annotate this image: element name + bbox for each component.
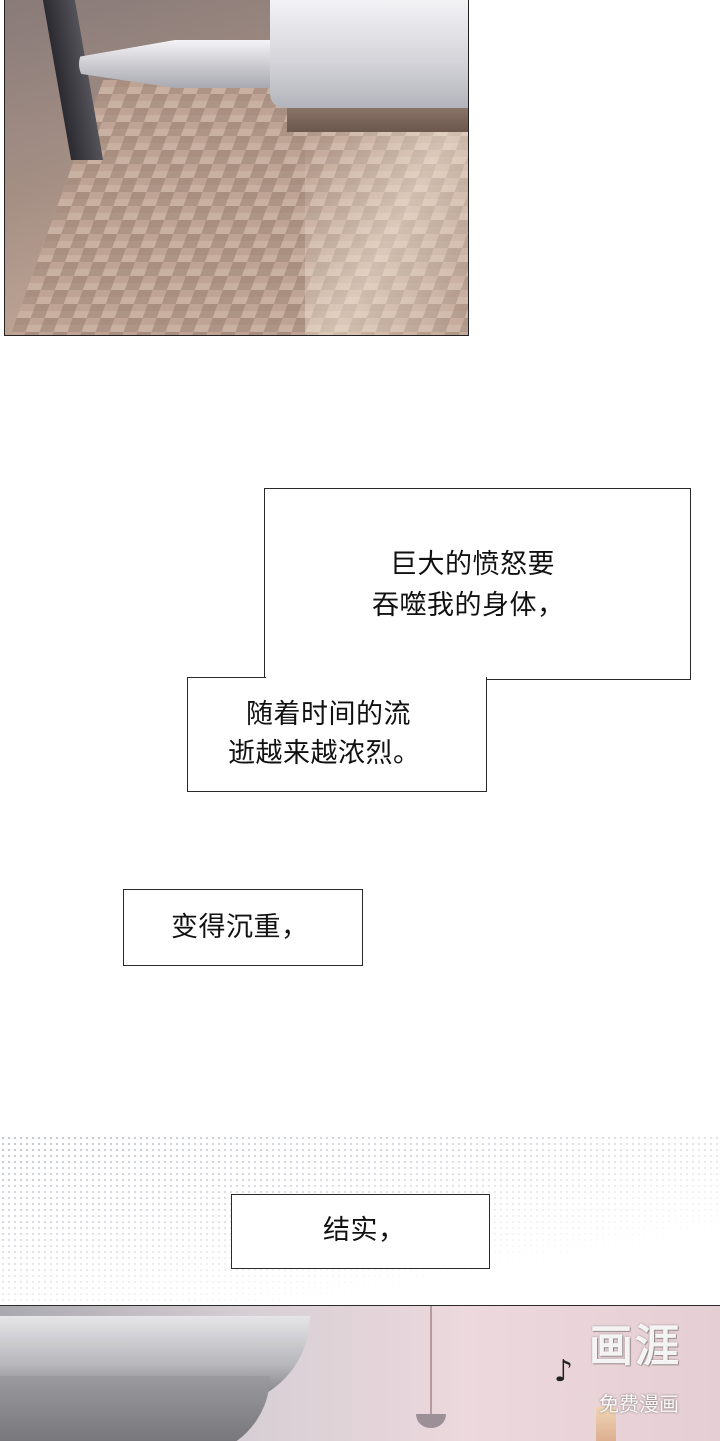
caption-2-line-2: 逝越来越浓烈。 (228, 738, 421, 769)
comic-panel-bottom (0, 1305, 720, 1441)
lamp-cord (430, 1306, 432, 1416)
caption-box-3 (123, 889, 363, 966)
ceiling-lamp (416, 1414, 446, 1428)
caption-4-text: 结实， (323, 1215, 406, 1246)
caption-2-line-1: 随着时间的流 (246, 699, 411, 730)
appliance-bowl-shadow (0, 1376, 270, 1441)
music-note-icon: ♪ (554, 1354, 574, 1389)
dark-stand (42, 0, 104, 160)
wall-lamp (596, 1406, 616, 1441)
comic-panel-top (4, 0, 469, 336)
caption-box-1-lower (187, 677, 487, 792)
appliance-body (270, 0, 468, 108)
watermark-subtitle: 免费漫画 (599, 1392, 679, 1416)
caption-3-text: 变得沉重， (171, 912, 309, 943)
watermark: 画涯 ♪ 免费漫画 (554, 1310, 710, 1435)
caption-box-1-mask (265, 676, 486, 682)
caption-box-4 (231, 1194, 490, 1269)
appliance-base (287, 108, 468, 132)
caption-1-line-1: 巨大的愤怒要 (390, 549, 555, 580)
light-shine (305, 120, 468, 335)
watermark-logo: 画涯 (589, 1321, 681, 1372)
caption-1-line-2: 吞噬我的身体， (372, 590, 565, 621)
caption-box-1-upper (264, 488, 691, 680)
